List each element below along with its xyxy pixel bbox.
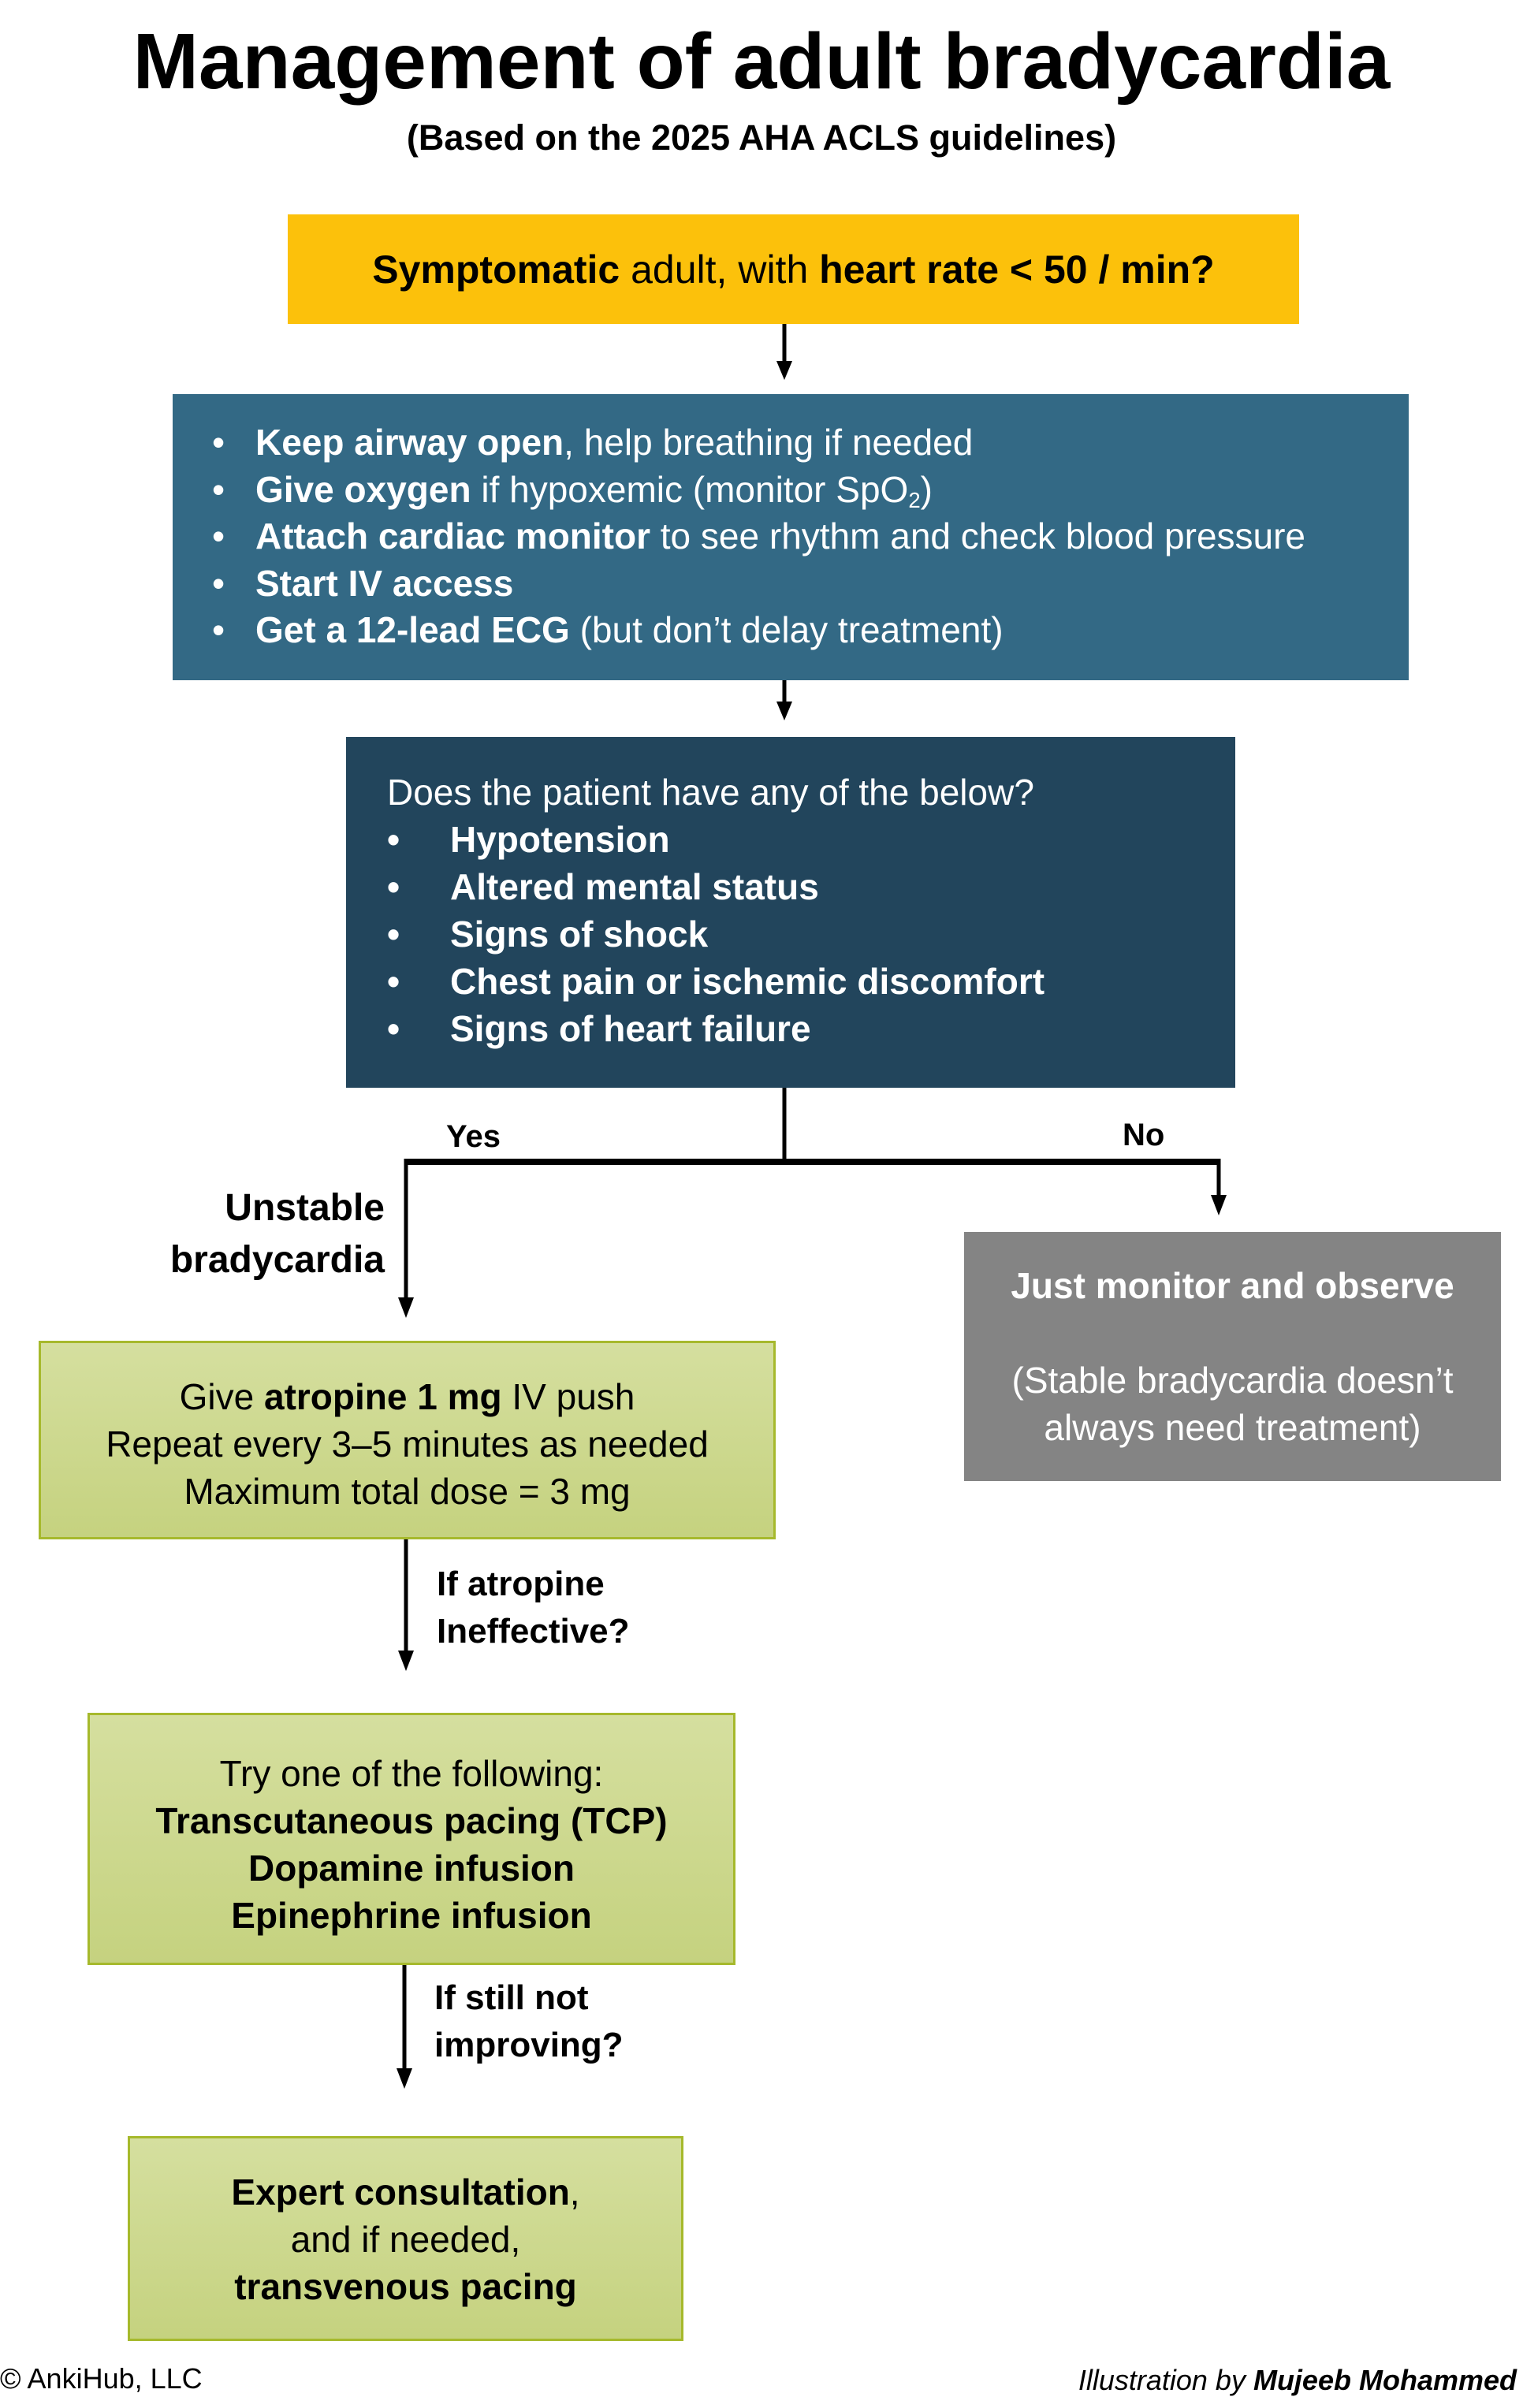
initial-step-item: • Give oxygen if hypoxemic (monitor SpO2) (212, 467, 1409, 514)
start-bold-2: heart rate < 50 / min? (819, 247, 1215, 292)
start-question-box: Symptomatic adult, with heart rate < 50 … (288, 214, 1299, 324)
start-bold-1: Symptomatic (372, 247, 620, 292)
initial-step-item: • Start IV access (212, 560, 1409, 608)
bullet-icon: • (212, 609, 225, 650)
bullet-icon: • (212, 468, 225, 510)
arrowhead-icon (397, 2068, 412, 2089)
atropine-dose: atropine 1 mg (263, 1376, 502, 1417)
initial-step-item: • Keep airway open, help breathing if nee… (212, 419, 1409, 467)
assessment-question: Does the patient have any of the below? (387, 772, 1034, 813)
arrowhead-icon (776, 702, 792, 720)
bullet-icon: • (212, 562, 225, 604)
initial-step-item: • Attach cardiac monitor to see rhythm an… (212, 513, 1409, 560)
yes-label: Yes (446, 1119, 501, 1154)
bullet-icon: • (387, 866, 400, 907)
step-text: (but don’t delay treatment) (569, 609, 1004, 650)
step-bold: Give oxygen (255, 468, 471, 510)
assessment-box: Does the patient have any of the below? … (346, 737, 1235, 1088)
arrowhead-icon (398, 1651, 414, 1671)
bullet-icon: • (387, 961, 400, 1002)
atropine-route: IV push (501, 1376, 635, 1417)
bullet-icon: • (212, 422, 225, 463)
final-comma: , (569, 2172, 580, 2213)
page-subtitle: (Based on the 2025 AHA ACLS guidelines) (406, 117, 1117, 158)
condition1-line2: Ineffective? (437, 1612, 630, 1651)
final-line3: transvenous pacing (234, 2266, 577, 2307)
second-line-option: Dopamine infusion (248, 1848, 575, 1889)
assessment-item-text: Hypotension (450, 819, 670, 860)
second-line-option: Epinephrine infusion (231, 1895, 592, 1936)
assessment-item-text: Signs of shock (450, 914, 709, 955)
atropine-line2: Repeat every 3–5 minutes as needed (106, 1424, 709, 1465)
assessment-item: • Chest pain or ischemic discomfort (387, 958, 1235, 1005)
initial-steps-box: • Keep airway open, help breathing if nee… (173, 394, 1409, 680)
second-line-option: Transcutaneous pacing (TCP) (155, 1800, 668, 1841)
unstable-label-line2: bradycardia (169, 1239, 385, 1281)
assessment-item-text: Chest pain or ischemic discomfort (450, 961, 1045, 1002)
step-bold: Get a 12-lead ECG (255, 609, 570, 650)
illustration-credit: Illustration by Mujeeb Mohammed (1078, 2363, 1517, 2398)
second-line-treatment-box: Try one of the following: Transcutaneous… (88, 1713, 735, 1965)
assessment-item-text: Signs of heart failure (450, 1008, 811, 1049)
page-title: Management of adult bradycardia (132, 17, 1391, 106)
stable-monitor-box: Just monitor and observe (Stable bradyca… (964, 1232, 1501, 1481)
initial-step-item: • Get a 12-lead ECG (but don’t delay trea… (212, 607, 1409, 654)
unstable-label-line1: Unstable (225, 1187, 385, 1229)
arrowhead-icon (1211, 1195, 1227, 1215)
bullet-icon: • (387, 914, 400, 955)
condition2-line1: If still not (434, 1978, 589, 2017)
assessment-item: • Signs of shock (387, 910, 1235, 958)
arrowhead-icon (398, 1297, 414, 1318)
final-line1: Expert consultation, (130, 2168, 681, 2216)
step-text: , help breathing if needed (564, 422, 974, 463)
bullet-icon: • (387, 1008, 400, 1049)
final-bold-1: Expert consultation (231, 2172, 570, 2213)
arrowhead-icon (776, 361, 792, 380)
step-subscript: 2 (908, 487, 921, 512)
step-bold: Start IV access (255, 562, 514, 604)
unstable-bradycardia-label: Unstable bradycardia (118, 1182, 385, 1286)
condition-atropine-ineffective: If atropine Ineffective? (437, 1561, 630, 1655)
atropine-line1: Give atropine 1 mg IV push (41, 1373, 773, 1420)
assessment-item-text: Altered mental status (450, 866, 819, 907)
step-bold: Attach cardiac monitor (255, 515, 650, 556)
assessment-item: • Altered mental status (387, 863, 1235, 910)
credit-prefix: Illustration by (1078, 2364, 1253, 2396)
final-line2: and if needed, (290, 2219, 521, 2260)
step-text-after: ) (920, 468, 933, 510)
stable-note-line2: always need treatment) (1044, 1407, 1421, 1448)
second-line-intro: Try one of the following: (219, 1753, 604, 1794)
expert-consultation-box: Expert consultation, and if needed, tran… (128, 2136, 683, 2341)
bullet-icon: • (212, 515, 225, 556)
no-label: No (1123, 1118, 1165, 1152)
step-bold: Keep airway open (255, 422, 564, 463)
condition-still-not-improving: If still not improving? (434, 1974, 624, 2069)
start-normal: adult, with (620, 247, 820, 292)
stable-note-line1: (Stable bradycardia doesn’t (1011, 1360, 1454, 1401)
step-text: if hypoxemic (monitor SpO (471, 468, 909, 510)
condition1-line1: If atropine (437, 1565, 605, 1603)
assessment-item: • Signs of heart failure (387, 1005, 1235, 1052)
atropine-line3: Maximum total dose = 3 mg (184, 1471, 631, 1512)
bullet-icon: • (387, 819, 400, 860)
atropine-box: Give atropine 1 mg IV push Repeat every … (39, 1341, 776, 1539)
stable-heading: Just monitor and observe (1011, 1265, 1454, 1306)
credit-name: Mujeeb Mohammed (1253, 2364, 1517, 2396)
atropine-pre: Give (179, 1376, 264, 1417)
copyright-text: © AnkiHub, LLC (0, 2362, 203, 2395)
step-text: to see rhythm and check blood pressure (650, 515, 1306, 556)
condition2-line2: improving? (434, 2026, 624, 2064)
assessment-item: • Hypotension (387, 816, 1235, 863)
